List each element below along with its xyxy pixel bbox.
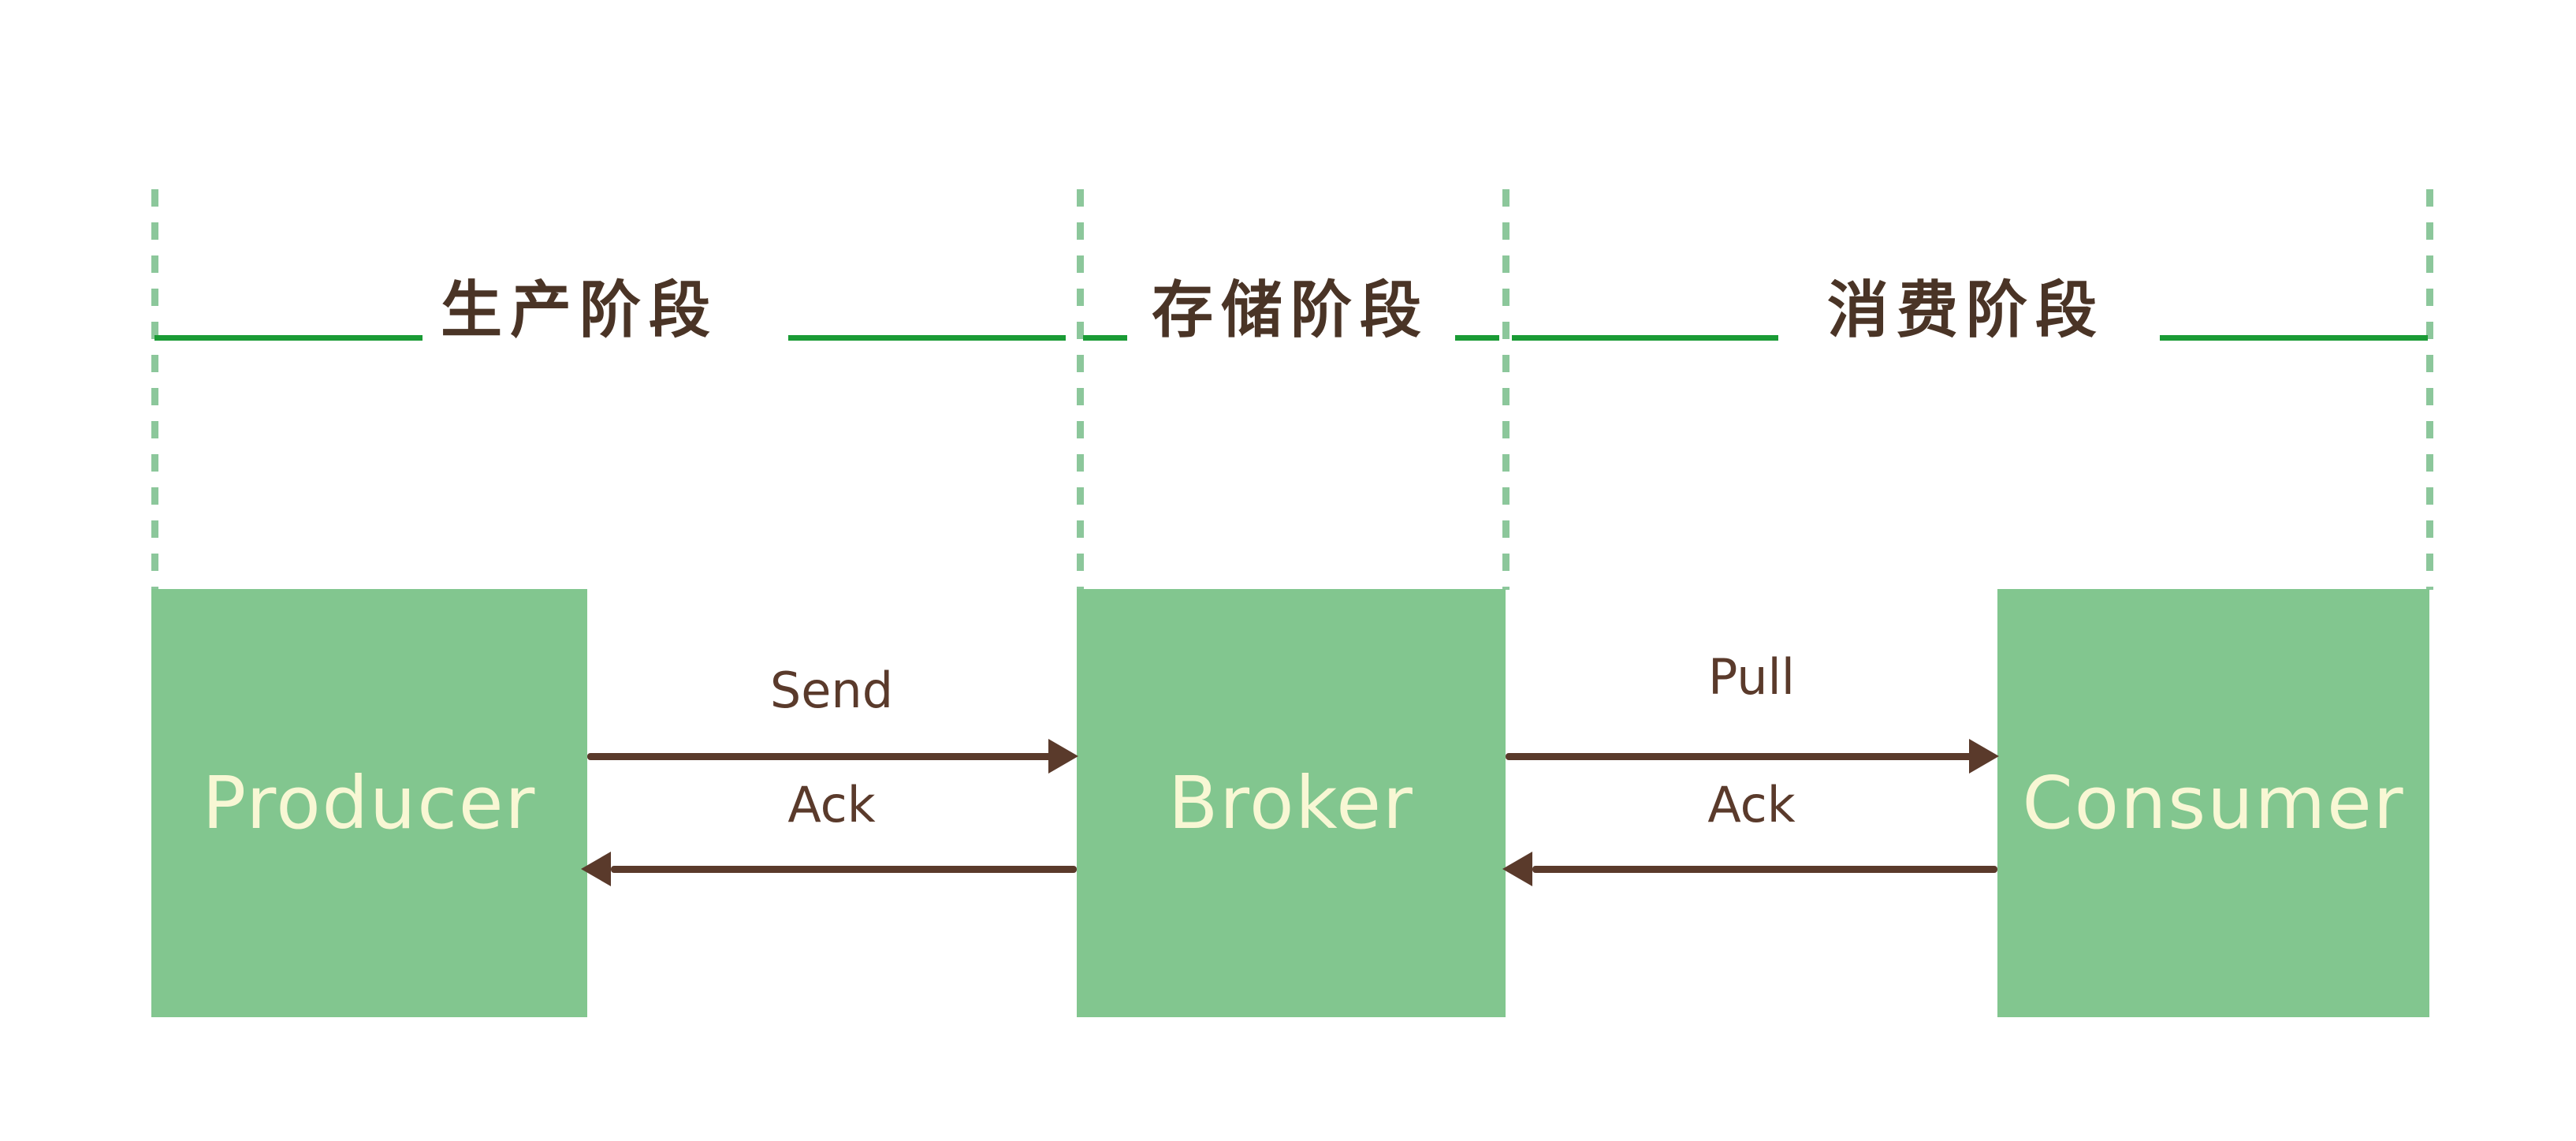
- phase-label-consumption: 消费阶段: [1826, 275, 2105, 346]
- phase-rule-consumption-left: [1512, 335, 1778, 341]
- phase-rule-storage-right: [1455, 335, 1499, 341]
- node-broker[interactable]: Broker: [1077, 589, 1506, 1017]
- arrow-ack-producer-label: Ack: [787, 776, 876, 833]
- lifeline-broker-right: [1502, 189, 1509, 590]
- lifeline-broker-left: [1077, 189, 1084, 590]
- phase-label-storage: 存储阶段: [1151, 275, 1429, 346]
- phase-rule-production-left: [154, 335, 423, 341]
- node-producer[interactable]: Producer: [151, 589, 587, 1017]
- arrow-pull-line: [1506, 753, 1982, 760]
- arrow-pull-label: Pull: [1707, 648, 1796, 706]
- lifeline-producer-left: [151, 189, 158, 590]
- arrow-send-line: [587, 753, 1060, 760]
- node-consumer-label: Consumer: [2022, 760, 2405, 845]
- arrow-ack-broker-head-icon: [1502, 852, 1532, 886]
- arrow-ack-broker-label: Ack: [1707, 776, 1796, 833]
- node-producer-label: Producer: [202, 760, 537, 845]
- lifeline-consumer-right: [2426, 189, 2433, 590]
- arrow-ack-broker-line: [1532, 866, 1997, 873]
- arrow-ack-producer-line: [611, 866, 1077, 873]
- node-broker-label: Broker: [1168, 760, 1414, 845]
- arrow-ack-producer-head-icon: [581, 852, 611, 886]
- arrow-send-head-icon: [1048, 739, 1078, 774]
- phase-rule-consumption-right: [2160, 335, 2428, 341]
- arrow-send-label: Send: [769, 662, 894, 719]
- arrow-pull-head-icon: [1969, 739, 1999, 774]
- phase-label-production: 生产阶段: [440, 275, 718, 346]
- phase-rule-storage-left: [1083, 335, 1127, 341]
- phase-rule-production-right: [788, 335, 1066, 341]
- node-consumer[interactable]: Consumer: [1997, 589, 2429, 1017]
